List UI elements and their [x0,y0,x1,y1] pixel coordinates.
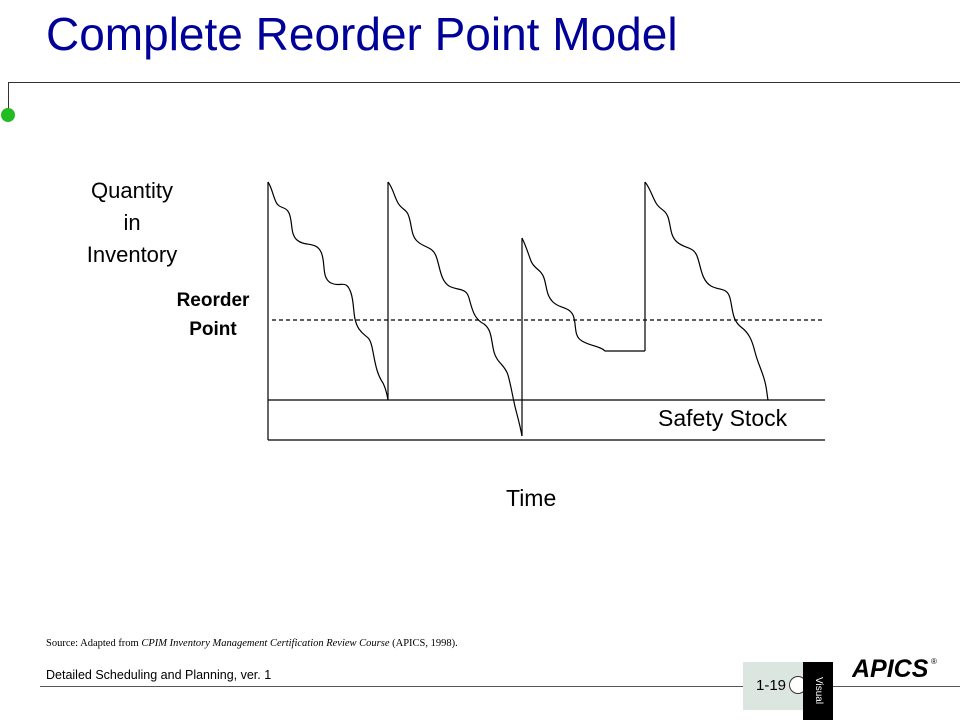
safety-stock-label: Safety Stock [658,405,788,431]
y-axis-label-line-2: in [123,210,141,235]
visual-tab-label: Visual [813,677,824,705]
depletion-curve-1 [267,181,389,401]
bullet-dot-icon [1,108,15,122]
source-prefix: Source: Adapted from [46,638,142,649]
title-divider-tick [8,82,9,112]
course-footer-text: Detailed Scheduling and Planning, ver. 1 [46,668,272,682]
logo-registered-mark: ® [931,657,937,666]
reorder-point-label-line-1: Reorder [176,290,250,311]
footer-divider [40,686,960,687]
source-citation: Source: Adapted from CPIM Inventory Mana… [46,638,458,649]
source-title: CPIM Inventory Management Certification … [141,638,390,649]
depletion-curve-4 [644,181,769,401]
apics-logo: APICS ® [852,655,937,682]
depletion-curve-2 [387,181,523,437]
title-divider [8,82,960,83]
slide-title: Complete Reorder Point Model [46,8,678,60]
reorder-point-label-line-2: Point [189,319,237,340]
visual-tab [803,662,833,720]
y-axis-label-line-3: Inventory [86,242,178,267]
page-number: 1-19 [756,677,787,694]
source-suffix: (APICS, 1998). [389,638,458,649]
depletion-curve-3 [521,237,645,352]
logo-wordmark: APICS [852,655,929,682]
x-axis-label: Time [506,485,557,511]
y-axis-label-line-1: Quantity [91,178,173,203]
